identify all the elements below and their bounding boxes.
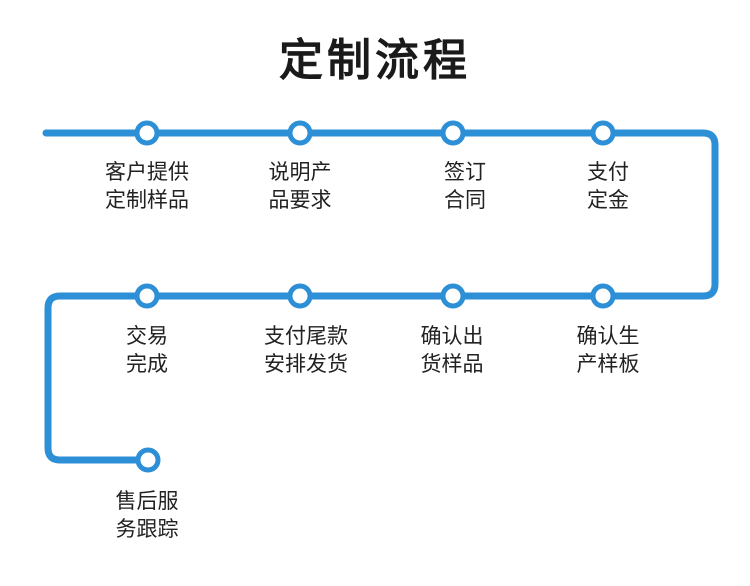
flow-nodes: [134, 120, 616, 473]
step-6-label: 确认出 货样品: [420, 324, 484, 376]
step-5-label: 确认生 产样板: [576, 324, 640, 376]
step-8-node: [134, 283, 160, 309]
step-3-label: 签订 合同: [444, 160, 486, 212]
step-7-label: 支付尾款 安排发货: [264, 324, 348, 376]
step-9-node: [135, 447, 161, 473]
step-2-node: [287, 120, 313, 146]
step-1-node: [134, 120, 160, 146]
step-2-label: 说明产 品要求: [268, 160, 332, 212]
step-6-node: [440, 283, 466, 309]
step-7-node: [287, 283, 313, 309]
page-title: 定制流程: [279, 35, 471, 86]
step-9-label: 售后服 务跟踪: [115, 489, 179, 541]
step-5-node: [590, 283, 616, 309]
step-8-label: 交易 完成: [126, 324, 168, 376]
step-1-label: 客户提供 定制样品: [105, 160, 189, 212]
flow-line: [42, 129, 719, 464]
step-4-node: [590, 120, 616, 146]
step-4-label: 支付 定金: [587, 160, 629, 212]
step-3-node: [440, 120, 466, 146]
